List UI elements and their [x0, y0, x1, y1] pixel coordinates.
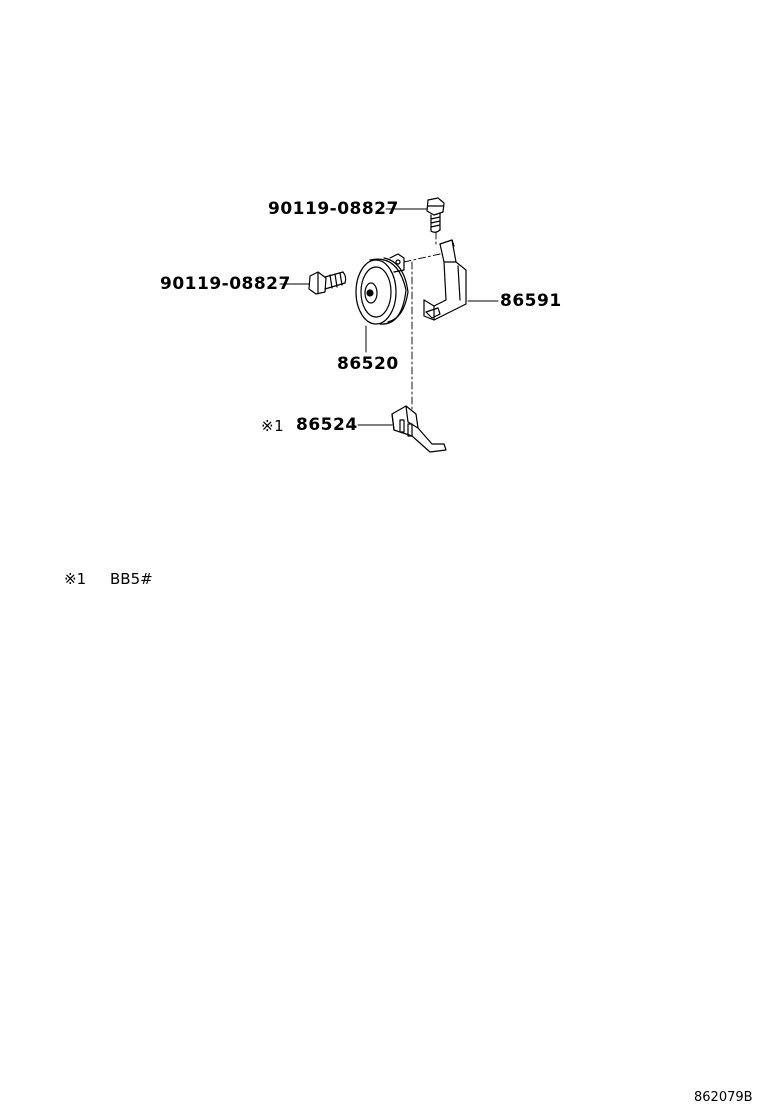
part-label-bracket[interactable]: 86591 [500, 291, 562, 311]
leader-lines [279, 208, 499, 426]
top-bolt-drawing [426, 197, 445, 233]
horn-drawing [355, 253, 409, 325]
stay-drawing [391, 405, 447, 453]
left-bolt-drawing [308, 271, 347, 295]
footnote-marker: ※1 [64, 570, 87, 588]
part-label-stay[interactable]: 86524 [296, 415, 358, 435]
footnote-text: BB5# [110, 570, 153, 588]
part-label-bolt-left[interactable]: 90119-08827 [160, 274, 291, 294]
part-label-bolt-top[interactable]: 90119-08827 [268, 199, 399, 219]
bracket-drawing [423, 239, 467, 321]
illustration-code: 862079B [694, 1090, 753, 1105]
part-label-horn[interactable]: 86520 [337, 354, 399, 374]
stay-marker: ※1 [261, 417, 285, 435]
alignment-lines [403, 231, 441, 411]
